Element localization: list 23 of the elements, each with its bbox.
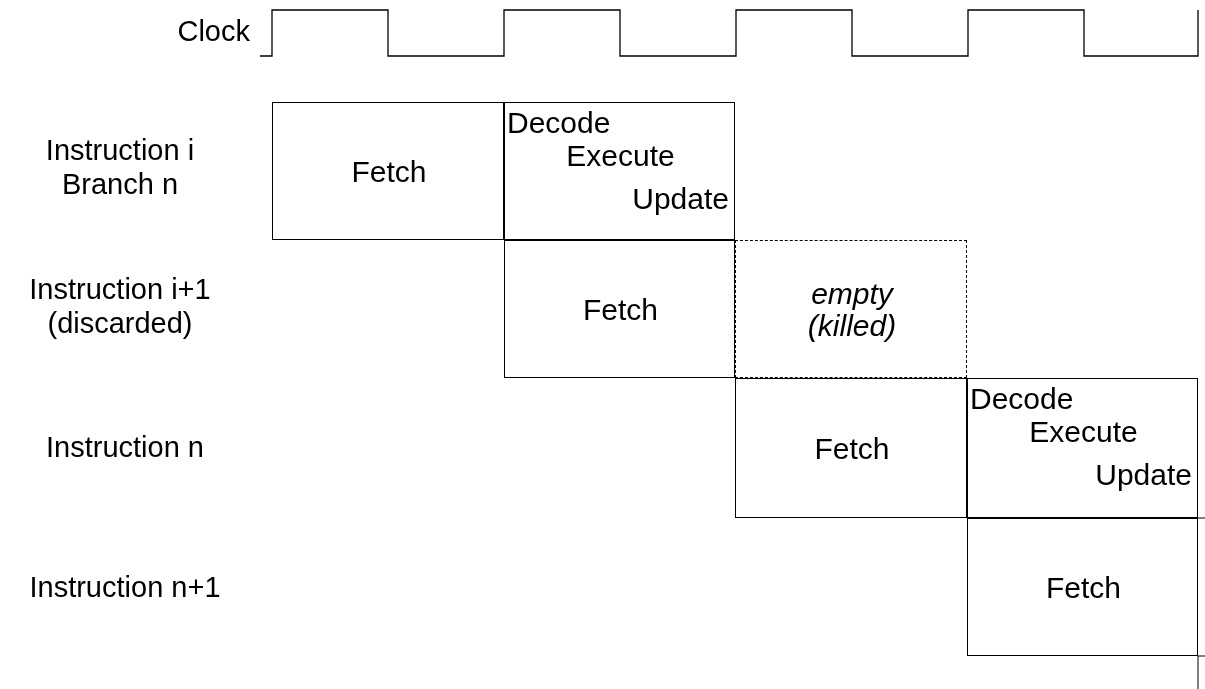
stage-label: Fetch [582,294,659,326]
stage-label: Update [631,183,729,215]
stage-box [735,378,967,518]
row-label: Instruction i Branch n [44,133,196,201]
stage-label: Update [1094,459,1192,491]
stage-label: Decode [507,107,612,139]
stage-box [504,102,735,240]
stage-label: Fetch [813,433,891,465]
stage-label: Decode [970,383,1075,415]
row-label: Instruction n+1 [28,570,222,604]
stage-box [967,518,1198,656]
stage-label: Fetch [1045,572,1122,604]
stage-label: Execute [565,140,676,172]
stage-label: Execute [1028,416,1139,448]
stage-box [967,378,1198,518]
stage-label: Fetch [350,156,428,188]
row-label: Instruction n [45,430,205,464]
stage-box [272,102,504,240]
stage-label: empty (killed) [806,278,898,342]
empty-stage-box [735,240,967,378]
stage-box [504,240,735,378]
row-label: Instruction i+1 (discarded) [28,272,212,340]
signal-label: Clock [176,14,250,48]
